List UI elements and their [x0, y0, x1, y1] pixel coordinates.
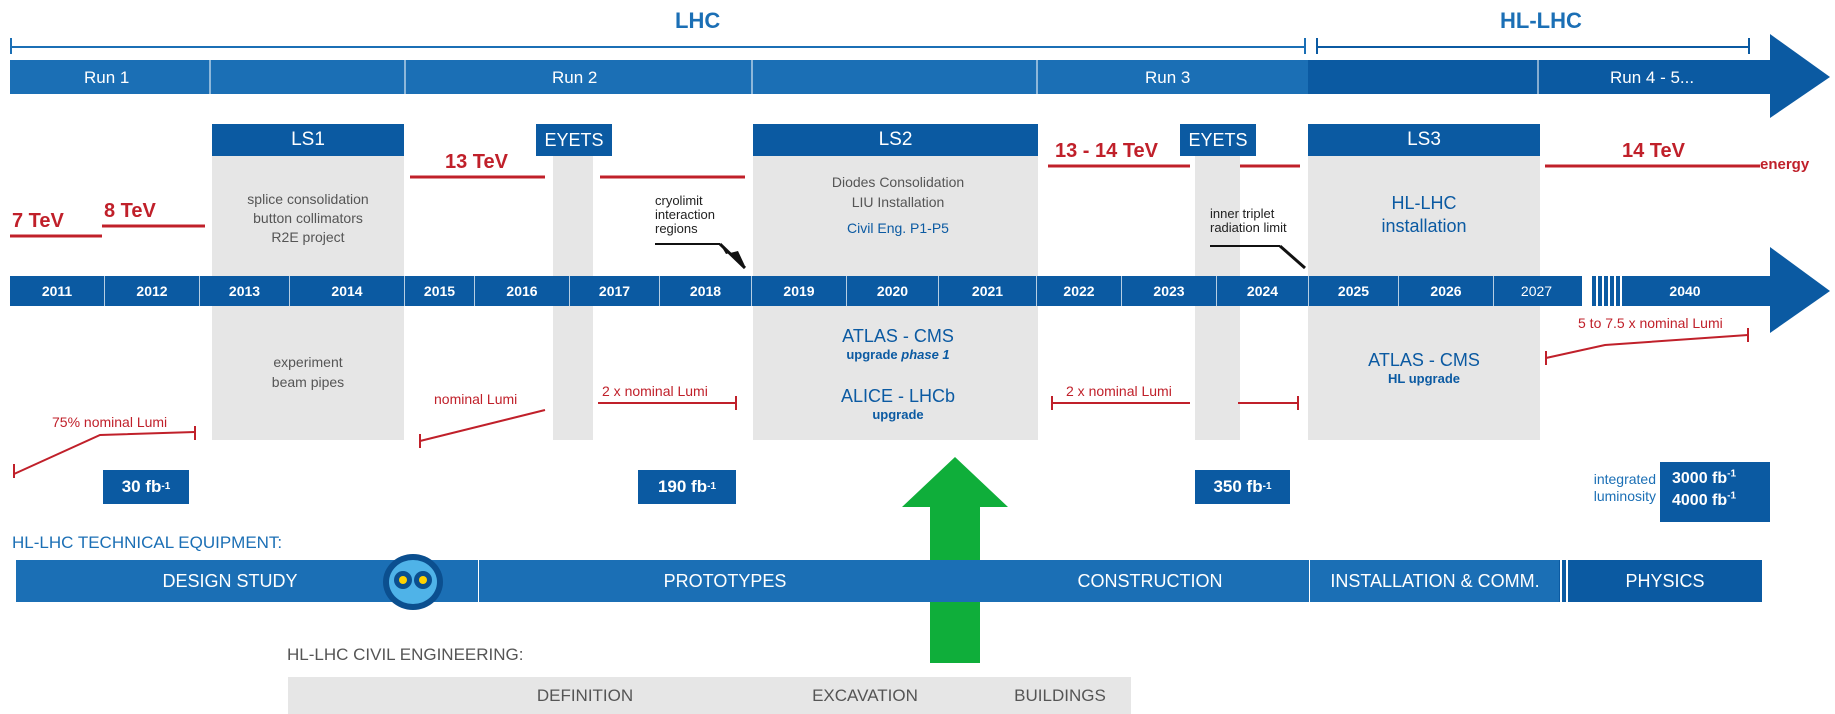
ls3-notes: HL-LHC installation [1381, 193, 1467, 236]
phase-installation: INSTALLATION & COMM. [1330, 570, 1540, 591]
year-2024: 2024 [1217, 276, 1309, 306]
energy-label: energy [1760, 156, 1810, 173]
phase-construction: CONSTRUCTION [1077, 570, 1223, 591]
year-2026: 2026 [1399, 276, 1494, 306]
civil-excavation: EXCAVATION [812, 685, 918, 705]
energy-7tev: 7 TeV [12, 210, 64, 232]
ls1-header: LS1 [212, 124, 404, 156]
ls1-notes: splice consolidation button collimators … [247, 191, 369, 245]
year-2040: 2040 [1669, 283, 1701, 299]
integrated-30fb: 30 fb-1 [103, 470, 189, 504]
civil-title: HL-LHC CIVIL ENGINEERING: [287, 645, 524, 664]
energy-14tev: 14 TeV [1622, 140, 1685, 162]
year-2025: 2025 [1309, 276, 1399, 306]
ls2-notes: Diodes Consolidation LIU Installation Ci… [831, 174, 965, 236]
phase-prototypes: PROTOTYPES [663, 570, 787, 591]
eyets1-header: EYETS [536, 124, 612, 156]
year-2012: 2012 [105, 276, 200, 306]
year-2027: 2027 [1520, 283, 1553, 299]
eyets2-header: EYETS [1180, 124, 1256, 156]
year-2017: 2017 [570, 276, 660, 306]
lhc-bracket [10, 46, 1306, 48]
energy-8tev: 8 TeV [104, 200, 156, 222]
year-2015: 2015 [405, 276, 475, 306]
ls2-header: LS2 [753, 124, 1038, 156]
year-2016: 2016 [475, 276, 570, 306]
integrated-hl-box: 3000 fb-1 4000 fb-1 [1660, 462, 1770, 522]
lumi-5x-label: 5 to 7.5 x nominal Lumi [1578, 315, 1723, 331]
year-2011: 2011 [10, 276, 105, 306]
ls3-header: LS3 [1308, 124, 1540, 156]
ls2-experiment-atlas-cms: ATLAS - CMS upgrade phase 1 [842, 326, 954, 362]
civil-bar [288, 677, 1131, 714]
run1-label: Run 1 [84, 68, 130, 87]
phase-design-study: DESIGN STUDY [162, 570, 298, 591]
integrated-190fb: 190 fb-1 [638, 470, 736, 504]
cryolimit-annotation: cryolimit interaction regions [655, 193, 715, 236]
year-2018: 2018 [660, 276, 752, 306]
year-2023: 2023 [1122, 276, 1217, 306]
lumi-2x-label-a: 2 x nominal Lumi [602, 383, 708, 399]
triplet-annotation: inner triplet radiation limit [1210, 206, 1287, 235]
ls1-experiment: experiment beam pipes [271, 354, 345, 390]
run-arrow [10, 34, 1830, 118]
integrated-350fb: 350 fb-1 [1195, 470, 1290, 504]
run2-label: Run 2 [552, 68, 598, 87]
energy-13tev: 13 TeV [445, 151, 508, 173]
year-2019: 2019 [752, 276, 847, 306]
lumi-nominal-label: nominal Lumi [434, 391, 518, 407]
run45-label: Run 4 - 5... [1610, 68, 1695, 87]
year-2021: 2021 [939, 276, 1037, 306]
lumi-75-label: 75% nominal Lumi [52, 414, 168, 430]
energy-13-14tev: 13 - 14 TeV [1055, 140, 1159, 162]
hllhc-label: HL-LHC [1500, 8, 1582, 33]
civil-buildings: BUILDINGS [1014, 685, 1106, 705]
lumi-2x-label-b: 2 x nominal Lumi [1066, 383, 1172, 399]
year-2013: 2013 [200, 276, 290, 306]
ls2-experiment-alice-lhcb: ALICE - LHCb upgrade [840, 386, 956, 422]
equipment-title: HL-LHC TECHNICAL EQUIPMENT: [12, 533, 283, 552]
phase-physics: PHYSICS [1625, 570, 1705, 591]
integrated-luminosity-label: integrated luminosity [1593, 471, 1656, 504]
ls3-experiment: ATLAS - CMS HL upgrade [1368, 350, 1480, 386]
magnet-icon [383, 554, 443, 610]
year-2014: 2014 [290, 276, 405, 306]
hllhc-bracket [1316, 46, 1750, 48]
year-2022: 2022 [1037, 276, 1122, 306]
run3-label: Run 3 [1145, 68, 1191, 87]
year-arrow [10, 247, 1830, 333]
year-2020: 2020 [847, 276, 939, 306]
lhc-label: LHC [675, 8, 721, 33]
civil-definition: DEFINITION [536, 685, 634, 705]
